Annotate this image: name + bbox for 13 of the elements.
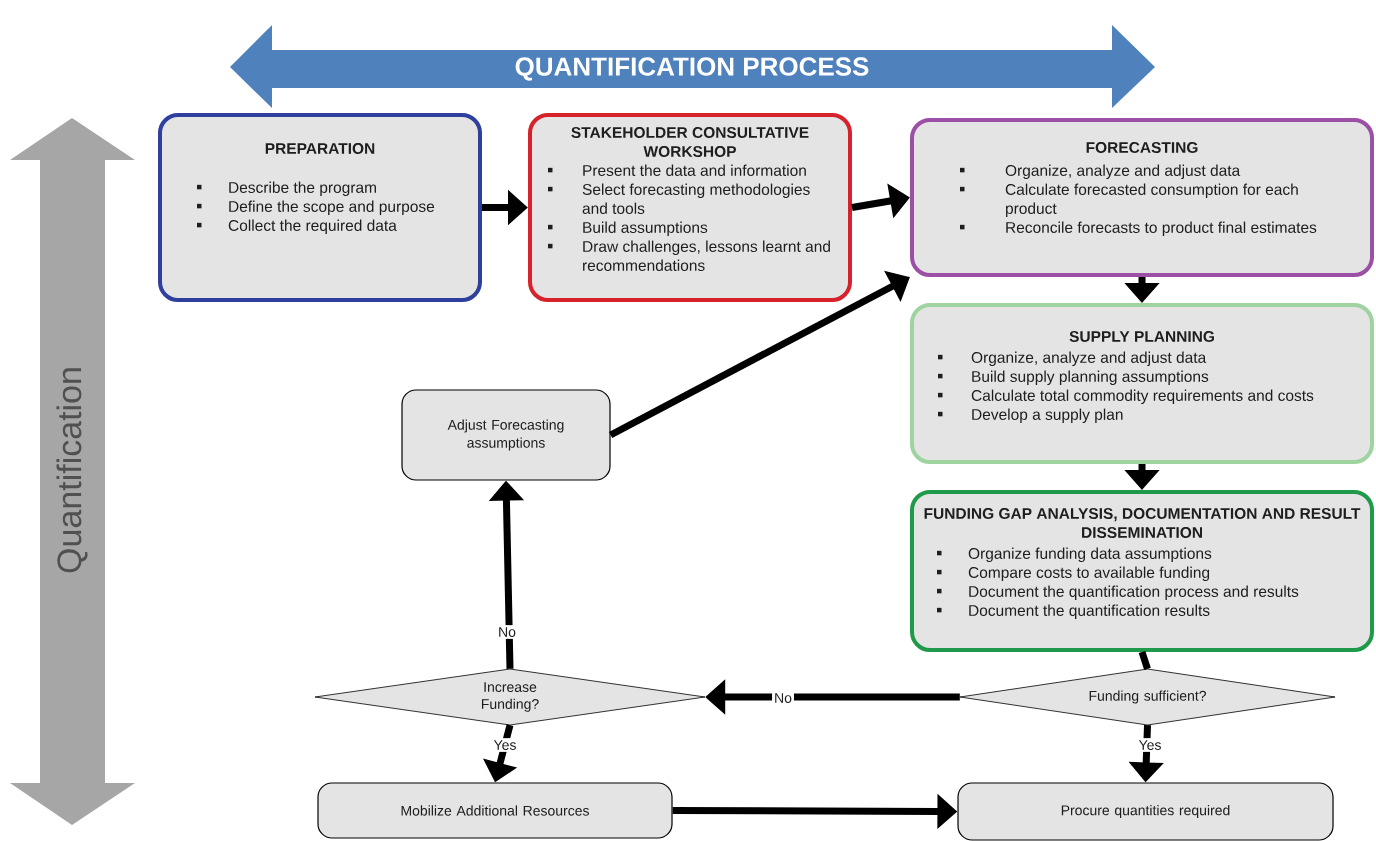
process-box: STAKEHOLDER CONSULTATIVE WORKSHOP Present the data and information Select forecasting methodologies and tools Build assumptions Draw challenges, lessons learnt and recommendations xyxy=(528,113,852,302)
process-box: FUNDING GAP ANALYSIS, DOCUMENTATION AND RESULT DISSEMINATION Organize funding data assumptions Compare costs to available funding Document the quantification process and results Document the quantification results xyxy=(910,490,1374,652)
arrow xyxy=(608,270,910,439)
process-box: PREPARATION Describe the program Define the scope and purpose Collect the required data xyxy=(158,113,482,302)
edge-label: No xyxy=(775,693,792,703)
process-box: Mobilize Additional Resources xyxy=(317,782,673,839)
edge-label: No xyxy=(499,627,516,637)
process-box: SUPPLY PLANNING Organize, analyze and adjust data Build supply planning assumptions Calculate total commodity requirements and costs Develop a supply plan xyxy=(910,303,1374,464)
process-box: Adjust Forecasting assumptions xyxy=(401,389,611,481)
process-box: Procure quantities required xyxy=(957,782,1334,841)
edge-label: Yes xyxy=(493,740,516,750)
process-box: FORECASTING Organize, analyze and adjust data Calculate forecasted consumption for each product Reconcile forecasts to product final estimates xyxy=(910,118,1374,277)
edge-label: Yes xyxy=(1138,740,1161,750)
